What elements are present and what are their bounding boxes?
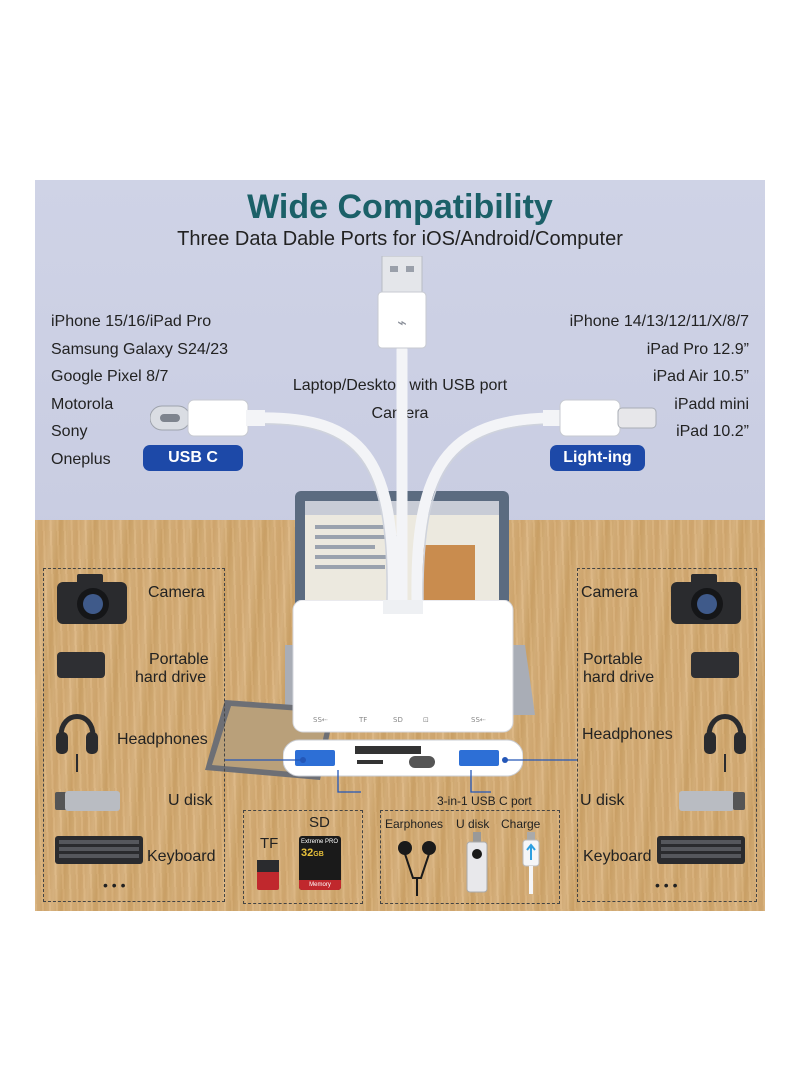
earphones-icon xyxy=(398,841,436,896)
usbc-device: iPhone 15/16/iPad Pro xyxy=(51,313,212,330)
left-more-label: • • • xyxy=(103,877,126,893)
connector-lines xyxy=(225,757,577,793)
card-slot-panel xyxy=(243,810,363,904)
product-canvas: Wide Compatibility Three Data Dable Port… xyxy=(35,180,765,911)
right-keyboard-label: Keyboard xyxy=(583,848,652,865)
right-headphones-label: Headphones xyxy=(582,726,673,743)
keyboard-icon xyxy=(55,836,143,864)
svg-text:⊡: ⊡ xyxy=(423,716,429,724)
usbc-device-list: iPhone 15/16/iPad Pro Samsung Galaxy S24… xyxy=(51,308,228,473)
svg-text:SS⇠: SS⇠ xyxy=(471,716,486,724)
lightning-device: iPadd mini xyxy=(674,395,749,413)
usbc-port-panel xyxy=(380,810,560,904)
lightning-badge: Light-ing xyxy=(550,445,645,471)
left-camera-label: Camera xyxy=(148,584,205,601)
charge-cable-icon xyxy=(522,832,540,894)
hard-drive-icon xyxy=(57,652,105,678)
camera-icon xyxy=(671,574,741,624)
hard-drive-icon xyxy=(691,652,739,678)
sd-card-unit: GB xyxy=(313,851,324,858)
svg-text:⌁: ⌁ xyxy=(397,313,407,332)
sd-card-brand: Extreme PRO xyxy=(301,839,339,845)
tf-label: TF xyxy=(260,835,279,852)
u-disk-icon xyxy=(679,791,745,811)
left-headphones-label: Headphones xyxy=(117,731,208,748)
lightning-device: iPad 10.2” xyxy=(676,423,749,440)
earphones-label: Earphones xyxy=(385,817,444,831)
usbc-udisk-label: U disk xyxy=(456,817,490,831)
lightning-device: iPhone 14/13/12/11/X/8/7 xyxy=(569,313,749,330)
usb-a-plug-icon: ⌁ xyxy=(377,256,427,349)
charge-label: Charge xyxy=(501,817,541,831)
right-devices-panel xyxy=(577,568,757,902)
page-title: Wide Compatibility xyxy=(247,188,553,226)
left-udisk-label: U disk xyxy=(168,792,213,809)
lightning-device: iPad Pro 12.9” xyxy=(646,340,749,358)
tf-card-icon xyxy=(257,860,279,890)
svg-text:TF: TF xyxy=(358,716,367,724)
lightning-device-list: iPhone 14/13/12/11/X/8/7 iPad Pro 12.9” … xyxy=(570,308,749,446)
sd-card: Extreme PRO 32GB Memory xyxy=(299,836,341,890)
sd-card-capacity: 32 xyxy=(301,847,314,859)
keyboard-icon xyxy=(657,836,745,864)
usbc-device: Oneplus xyxy=(51,450,111,468)
usbc-u-disk-icon xyxy=(466,832,488,893)
usb-hub-icon: SS⇠ TF SD ⊡ SS⇠ xyxy=(283,600,523,777)
lightning-device: iPad Air 10.5” xyxy=(652,368,749,385)
right-udisk-label: U disk xyxy=(580,792,625,809)
usbc-badge: USB C xyxy=(143,445,243,471)
right-hdd-label-1: Portable xyxy=(583,651,643,668)
right-hdd-label-2: hard drive xyxy=(583,669,655,686)
sd-label: SD xyxy=(309,814,330,831)
usbc-device: Motorola xyxy=(51,395,114,413)
lightning-plug-icon xyxy=(543,399,657,437)
camera-icon xyxy=(57,574,127,624)
right-more-label: • • • xyxy=(655,877,678,893)
usbc-device: Sony xyxy=(51,423,88,440)
headphones-icon xyxy=(704,714,746,772)
left-keyboard-label: Keyboard xyxy=(147,848,216,865)
headphones-icon xyxy=(56,714,98,772)
page-subtitle: Three Data Dable Ports for iOS/Android/C… xyxy=(177,228,623,250)
usbc-device: Samsung Galaxy S24/23 xyxy=(51,340,228,358)
left-hdd-label-1: Portable xyxy=(149,651,209,668)
usbc-device: Google Pixel 8/7 xyxy=(51,368,169,385)
usb-c-plug-icon xyxy=(150,399,265,437)
svg-text:SD: SD xyxy=(393,716,403,724)
left-hdd-label-2: hard drive xyxy=(135,669,207,686)
left-devices-panel xyxy=(43,568,225,902)
right-camera-label: Camera xyxy=(581,584,638,601)
svg-text:SS⇠: SS⇠ xyxy=(313,716,328,724)
sd-card-type: Memory xyxy=(299,880,341,890)
u-disk-icon xyxy=(55,791,120,811)
cable-bundle-icon xyxy=(249,344,561,606)
usbc-port-title: 3-in-1 USB C port xyxy=(437,794,532,808)
